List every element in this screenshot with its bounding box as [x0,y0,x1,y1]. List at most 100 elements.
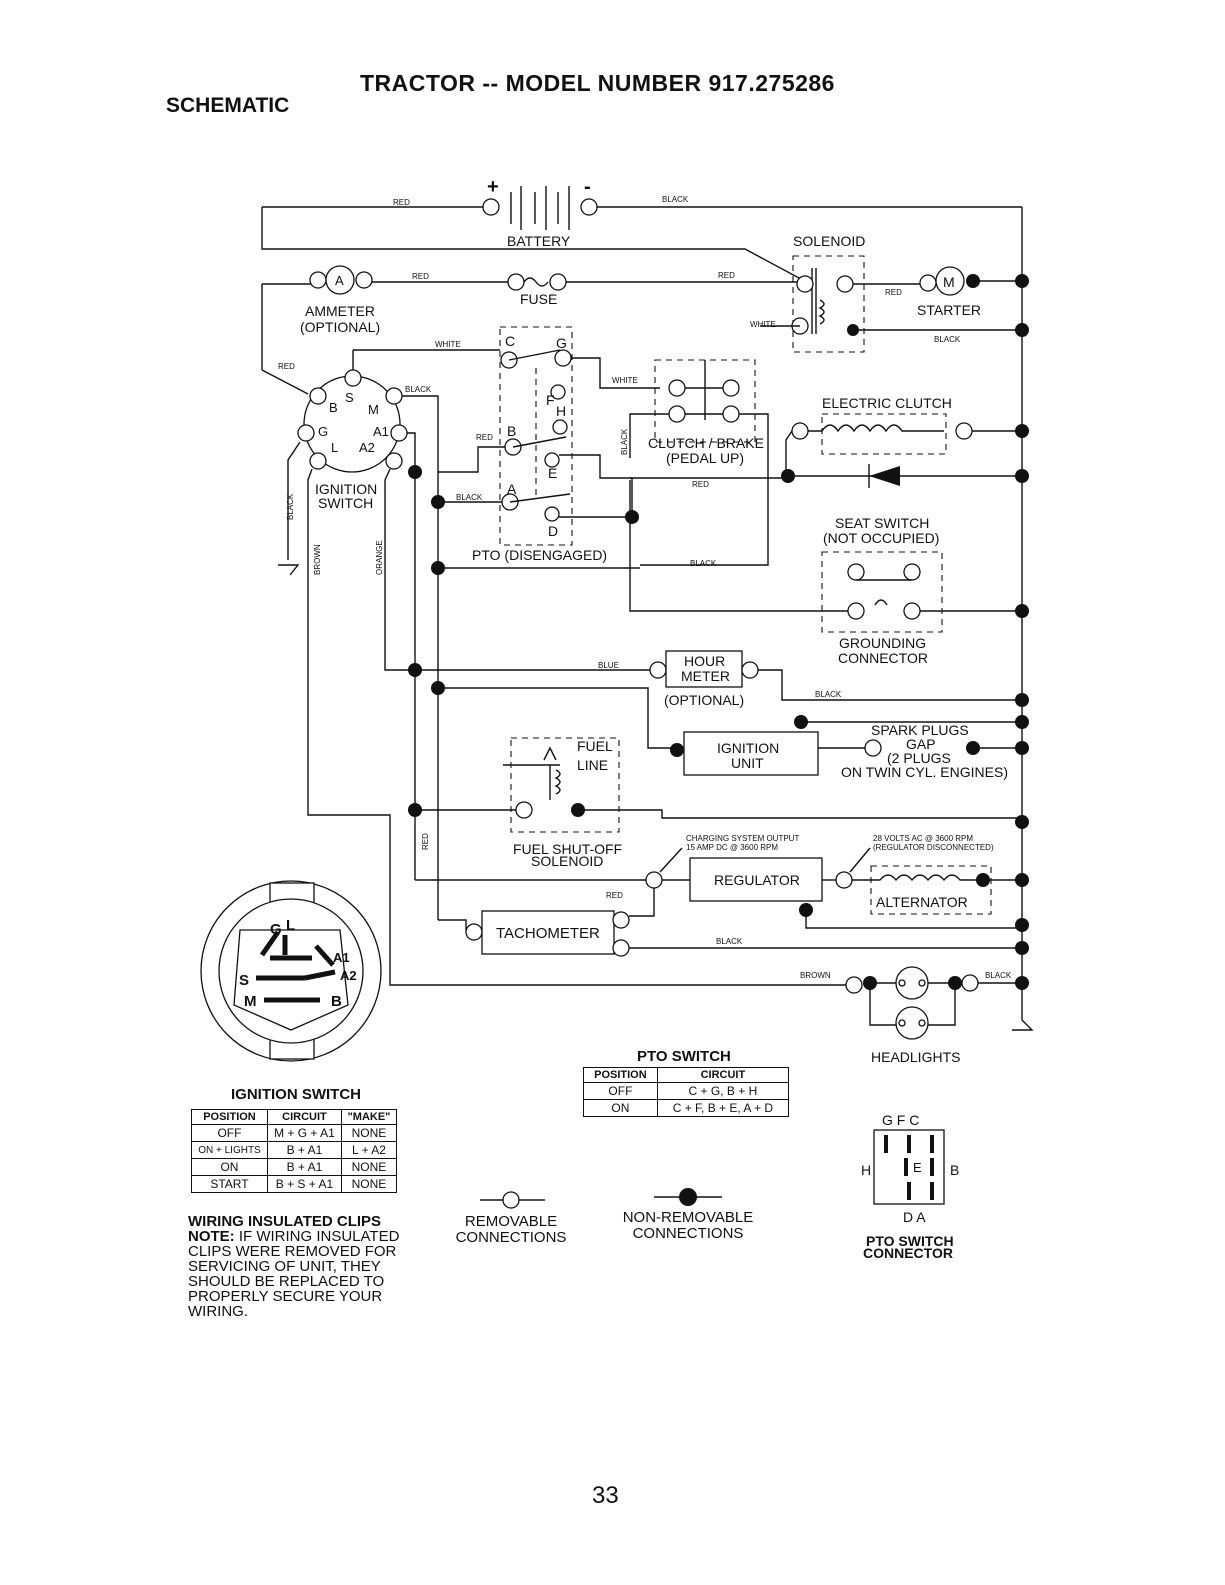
ign-term-s: S [345,390,354,405]
removable-legend: REMOVABLE CONNECTIONS [452,1214,570,1246]
seat-switch-box [821,551,943,633]
ignition-switch-label-2: SWITCH [318,495,373,511]
ignition-switch-symbol [297,369,408,473]
non-removable-legend-line-2: CONNECTIONS [632,1225,744,1242]
fuel-line-label-1: FUEL [577,738,613,754]
table-row: START B + S + A1 NONE [191,1175,398,1193]
wire-label-black-1: BLACK [662,195,689,204]
table-cell: OFF [583,1082,658,1100]
ign-face-a2: A2 [340,968,357,983]
ign-term-g: G [318,424,328,439]
wire-label-black-4: BLACK [286,493,295,520]
wire-label-red-4: RED [278,362,295,371]
starter-letter: M [943,274,955,290]
headlights-label: HEADLIGHTS [871,1049,960,1065]
pto-connector-left: H [861,1162,871,1178]
svg-text:-: - [584,176,591,198]
solenoid-box [792,255,865,353]
wire-label-red-7: RED [692,480,709,489]
electric-clutch-box [821,413,947,455]
fuel-solenoid-label-2: SOLENOID [531,853,603,869]
table-row: ON C + F, B + E, A + D [583,1099,790,1117]
pto-connector-bottom: D A [903,1209,926,1225]
volts-label-2: (REGULATOR DISCONNECTED) [873,843,994,852]
ignition-table-caption: IGNITION SWITCH [231,1086,361,1103]
diode-symbol [869,466,900,486]
clutch-brake-label-2: (PEDAL UP) [666,450,744,466]
starter-label: STARTER [917,302,981,318]
table-cell: B + S + A1 [266,1175,342,1193]
fuse-symbol [523,277,549,287]
table-header-row: POSITION CIRCUIT [583,1067,790,1083]
hour-meter-label-1: HOUR [684,653,725,669]
wire-label-orange-1: ORANGE [375,540,384,575]
ign-face-l: L [286,917,295,934]
wire-label-brown-2: BROWN [800,971,831,980]
ground-symbol-right [1012,1019,1034,1031]
ignition-switch-table: POSITION CIRCUIT "MAKE" OFF M + G + A1 N… [191,1109,398,1193]
table-row: ON B + A1 NONE [191,1158,398,1176]
wire-label-blue-1: BLUE [598,661,619,670]
pto-term-g: G [556,335,567,351]
table-header-row: POSITION CIRCUIT "MAKE" [191,1109,398,1125]
wire-label-red-9: RED [606,891,623,900]
wire-label-black-9: BLACK [716,937,743,946]
note-label: NOTE: [188,1228,235,1245]
pto-term-d: D [548,523,558,539]
ign-face-s: S [239,972,249,989]
ign-face-a1: A1 [333,950,350,965]
ignition-unit-label-2: UNIT [731,755,764,771]
alternator-label: ALTERNATOR [876,894,968,910]
ign-face-m: M [244,993,257,1010]
removable-legend-line-1: REMOVABLE [464,1213,558,1230]
electric-clutch-label: ELECTRIC CLUTCH [822,395,952,411]
solenoid-label: SOLENOID [793,233,865,249]
ammeter-label: AMMETER [305,303,375,319]
fuse-label: FUSE [520,291,557,307]
ign-term-b: B [329,400,338,415]
tachometer-box [481,910,615,955]
non-removable-legend-line-1: NON-REMOVABLE [622,1209,754,1226]
battery-to-solenoid-wire [261,207,813,286]
battery-symbol: + - [482,176,598,230]
table-header: POSITION [191,1109,268,1125]
table-cell: ON + LIGHTS [191,1141,268,1159]
table-cell: NONE [340,1124,398,1142]
ignition-unit-label-1: IGNITION [717,740,779,756]
seat-switch-label-2: (NOT OCCUPIED) [823,530,939,546]
table-cell: M + G + A1 [266,1124,342,1142]
table-cell: NONE [340,1158,398,1176]
note-text: IF WIRING INSULATED CLIPS WERE REMOVED F… [188,1228,400,1320]
table-cell: NONE [340,1175,398,1193]
spark-plugs-label-2: GAP [906,736,936,752]
fuel-line-label-2: LINE [577,757,608,773]
wire-label-black-2: BLACK [934,335,961,344]
table-cell: OFF [191,1124,268,1142]
alternator-box [870,865,992,915]
wire-label-white-2: WHITE [435,340,461,349]
ign-face-b: B [331,993,342,1010]
spark-plugs-label-1: SPARK PLUGS [871,722,969,738]
page-subtitle: SCHEMATIC [166,94,290,117]
pto-connector-center: E [913,1160,922,1175]
ammeter-note: (OPTIONAL) [300,319,380,335]
wire-label-red-5: RED [885,288,902,297]
hour-meter-note: (OPTIONAL) [664,692,744,708]
table-cell: ON [191,1158,268,1176]
pto-term-e: E [548,465,557,481]
table-cell: C + G, B + H [656,1082,790,1100]
ign-term-a1: A1 [373,424,389,439]
pto-switch-box [499,326,573,546]
wire-label-red-1: RED [393,198,410,207]
table-header: CIRCUIT [656,1067,790,1083]
pto-connector-symbol [873,1129,945,1205]
table-row: OFF C + G, B + H [583,1082,790,1100]
ignition-unit-box [683,731,819,776]
pto-connector-caption-1: PTO SWITCH [866,1233,954,1249]
note-heading: WIRING INSULATED CLIPS [188,1213,382,1230]
hour-meter-label-2: METER [681,668,730,684]
removable-legend-line-2: CONNECTIONS [455,1229,567,1246]
headlight-lower-symbol [895,1006,929,1040]
charging-label-1: CHARGING SYSTEM OUTPUT [686,834,799,843]
